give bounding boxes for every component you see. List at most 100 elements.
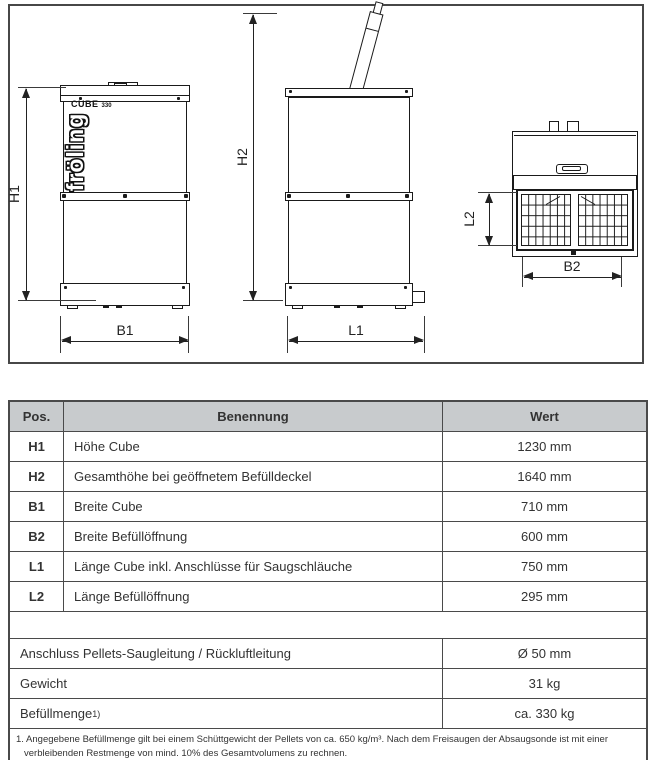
side-band-dot-center — [346, 194, 350, 198]
topview-top-edge-line — [514, 135, 636, 136]
dim-label-l1: L1 — [348, 322, 364, 338]
front-foot-right — [172, 305, 183, 309]
dim-l2-ext-bottom — [478, 245, 517, 246]
row-name: Breite Befüllöffnung — [64, 522, 443, 551]
front-base-dot-right — [182, 286, 185, 289]
side-rail-dot-right — [405, 90, 408, 93]
side-base-dot-right — [404, 286, 407, 289]
row-name: Länge Cube inkl. Anschlüsse für Saugschl… — [64, 552, 443, 581]
fill-opening-grid-right — [578, 194, 628, 246]
row-name: Länge Befüllöffnung — [64, 582, 443, 611]
side-foot-left — [292, 305, 303, 309]
table-row: B2 Breite Befüllöffnung 600 mm — [10, 521, 646, 551]
table-header-row: Pos. Benennung Wert — [10, 402, 646, 431]
table-row: Anschluss Pellets-Saugleitung / Rückluft… — [10, 638, 646, 668]
side-lid-prop-joint — [366, 27, 379, 32]
row-pos: B1 — [10, 492, 64, 521]
front-band-dot-center — [123, 194, 127, 198]
row-value: ca. 330 kg — [514, 706, 575, 721]
row-value: 295 mm — [521, 589, 568, 604]
footnote-line-1: 1. Angegebene Befüllmenge gilt bei einem… — [16, 734, 608, 745]
side-base-dot-left — [289, 286, 292, 289]
row-value: 31 kg — [528, 676, 561, 691]
dim-h2-ext-top — [243, 13, 277, 14]
dim-label-b2: B2 — [563, 258, 581, 274]
table-row: H2 Gesamthöhe bei geöffnetem Befülldecke… — [10, 461, 646, 491]
front-foot-left — [67, 305, 78, 309]
row-name: Höhe Cube — [64, 432, 443, 461]
row-pos: B2 — [10, 522, 64, 551]
dim-label-h2: H2 — [234, 148, 250, 166]
dim-b1-line — [61, 336, 189, 345]
row-name-text: Anschluss Pellets-Saugleitung / Rückluft… — [20, 646, 291, 661]
table-row: B1 Breite Cube 710 mm — [10, 491, 646, 521]
row-value: 710 mm — [521, 499, 568, 514]
side-top-rail — [285, 88, 413, 97]
dim-label-l2: L2 — [461, 211, 477, 227]
side-base — [285, 283, 413, 306]
table-row: L2 Länge Befüllöffnung 295 mm — [10, 581, 646, 611]
row-name: Anschluss Pellets-Saugleitung / Rückluft… — [10, 639, 443, 668]
cube-wordmark-text: CUBE — [71, 99, 99, 109]
footnote-line-2: verbleibenden Restmenge von mind. 10% de… — [24, 747, 348, 759]
row-value: Ø 50 mm — [517, 646, 572, 661]
topview-bottom-tick — [571, 251, 576, 255]
cube-wordmark-suffix: 330 — [101, 103, 112, 109]
drawing-frame — [8, 4, 644, 364]
dim-b1-ext-right — [188, 316, 189, 353]
front-rail-dot-left — [79, 97, 82, 100]
topview-handle-grip — [562, 166, 581, 171]
table-row: L1 Länge Cube inkl. Anschlüsse für Saugs… — [10, 551, 646, 581]
row-pos: H1 — [10, 432, 64, 461]
row-pos: L1 — [10, 552, 64, 581]
froling-logo: fröling — [62, 112, 88, 192]
topview-hinge-band — [513, 175, 637, 190]
side-band-dot-left — [287, 194, 291, 198]
dim-label-h1: H1 — [6, 185, 22, 203]
row-value: 1640 mm — [517, 469, 572, 484]
side-rail-dot-left — [289, 90, 292, 93]
row-name: Gewicht — [10, 669, 443, 698]
dim-l1-ext-right — [424, 316, 425, 353]
dim-label-b1: B1 — [116, 322, 134, 338]
row-name: Gesamthöhe bei geöffnetem Befülldeckel — [64, 462, 443, 491]
row-pos: L2 — [10, 582, 64, 611]
dim-b2-ext-left — [522, 257, 523, 287]
row-name-text: Gewicht — [20, 676, 67, 691]
dim-b1-ext-left — [60, 316, 61, 353]
cube-wordmark: CUBE 330 — [71, 100, 112, 111]
row-pos: H2 — [10, 462, 64, 491]
dim-l2-ext-top — [478, 192, 517, 193]
front-bottom-mark-a — [103, 305, 109, 308]
dim-h1-ext-top — [18, 87, 66, 88]
header-pos: Pos. — [10, 402, 64, 431]
dim-b2-ext-right — [621, 257, 622, 287]
table-footnote: 1. Angegebene Befüllmenge gilt bei einem… — [10, 728, 646, 760]
row-name: Breite Cube — [64, 492, 443, 521]
side-suction-nozzle — [412, 291, 425, 303]
front-base-dot-left — [64, 286, 67, 289]
front-band-dot-right — [184, 194, 188, 198]
row-value: 750 mm — [521, 559, 568, 574]
row-value: 1230 mm — [517, 439, 572, 454]
row-name-text: Befüllmenge — [20, 706, 93, 721]
dim-l2-line — [484, 193, 493, 246]
header-benennung: Benennung — [64, 402, 443, 431]
dim-l1-ext-left — [287, 316, 288, 353]
front-band-dot-left — [62, 194, 66, 198]
front-bottom-mark-b — [116, 305, 122, 308]
dimensions-table: Pos. Benennung Wert H1 Höhe Cube 1230 mm… — [8, 400, 648, 760]
table-row: H1 Höhe Cube 1230 mm — [10, 431, 646, 461]
header-wert: Wert — [530, 409, 559, 424]
side-bottom-mark-b — [357, 305, 363, 308]
table-row: Gewicht 31 kg — [10, 668, 646, 698]
dim-h1-line — [21, 88, 30, 301]
side-band-dot-right — [405, 194, 409, 198]
dim-h1-ext-bottom — [18, 300, 96, 301]
front-base — [60, 283, 190, 306]
dim-h2-ext-bottom — [243, 300, 283, 301]
side-foot-right — [395, 305, 406, 309]
